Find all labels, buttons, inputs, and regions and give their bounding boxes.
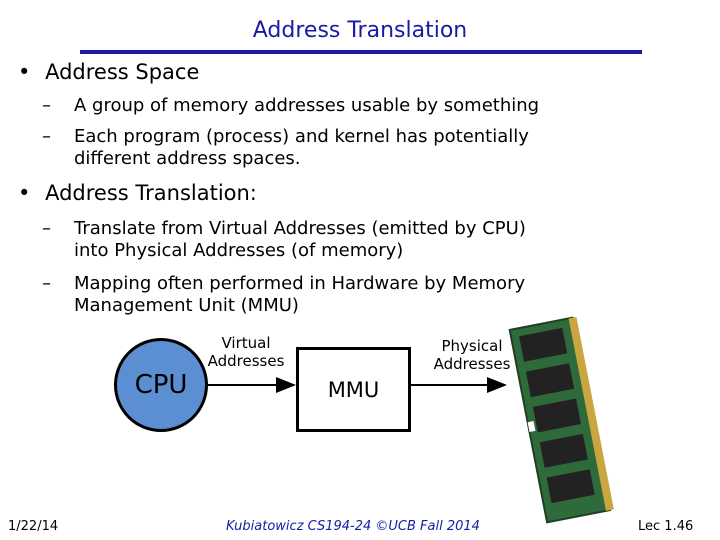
- dash-mark: –: [42, 95, 51, 116]
- label-line: Addresses: [433, 355, 511, 373]
- footer-page-number: Lec 1.46: [638, 519, 694, 534]
- bullet-dot: •: [18, 181, 31, 205]
- sub-item: – Mapping often performed in Hardware by…: [42, 273, 692, 317]
- sub-item: – Each program (process) and kernel has …: [42, 126, 682, 170]
- virtual-addresses-label: Virtual Addresses: [196, 334, 296, 370]
- dash-mark: –: [42, 273, 51, 294]
- sub-item-text: A group of memory addresses usable by so…: [74, 95, 540, 116]
- footer-center: Kubiatowicz CS194-24 ©UCB Fall 2014: [226, 519, 480, 534]
- dash-mark: –: [42, 126, 51, 147]
- sub-item: – A group of memory addresses usable by …: [42, 95, 682, 117]
- label-line: Virtual: [221, 334, 271, 352]
- bullet-address-space: • Address Space: [18, 60, 199, 84]
- mmu-label: MMU: [327, 377, 380, 402]
- physical-addresses-label: Physical Addresses: [420, 337, 524, 373]
- slide-title: Address Translation: [252, 18, 468, 43]
- bullet-address-translation: • Address Translation:: [18, 181, 257, 205]
- bullet-text: Address Translation:: [45, 181, 257, 205]
- cpu-circle: CPU: [114, 338, 208, 432]
- bullet-dot: •: [18, 60, 31, 84]
- footer-date: 1/22/14: [8, 519, 59, 534]
- ram-module-icon: [508, 316, 614, 524]
- title-underline: [80, 50, 642, 54]
- mmu-box: MMU: [296, 347, 411, 432]
- label-line: Physical: [441, 337, 503, 355]
- bullet-text: Address Space: [45, 60, 200, 84]
- label-line: Addresses: [207, 352, 285, 370]
- sub-item-text: Translate from Virtual Addresses (emitte…: [74, 218, 526, 261]
- sub-item-text: Each program (process) and kernel has po…: [74, 126, 529, 169]
- cpu-label: CPU: [134, 370, 188, 400]
- sub-item: – Translate from Virtual Addresses (emit…: [42, 218, 692, 262]
- dash-mark: –: [42, 218, 51, 239]
- sub-item-text: Mapping often performed in Hardware by M…: [74, 273, 526, 316]
